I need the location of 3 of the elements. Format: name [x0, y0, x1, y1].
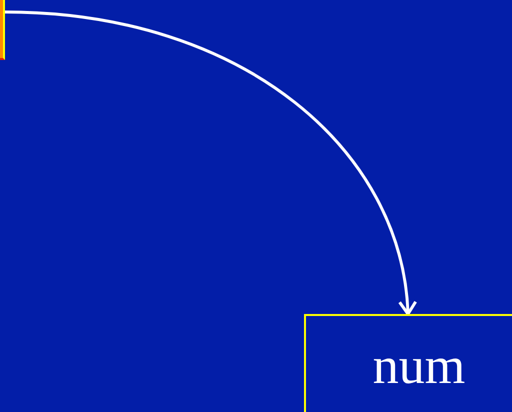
variable-name: num	[372, 338, 466, 396]
curved-arrow	[4, 10, 416, 316]
variable-box	[304, 314, 512, 412]
